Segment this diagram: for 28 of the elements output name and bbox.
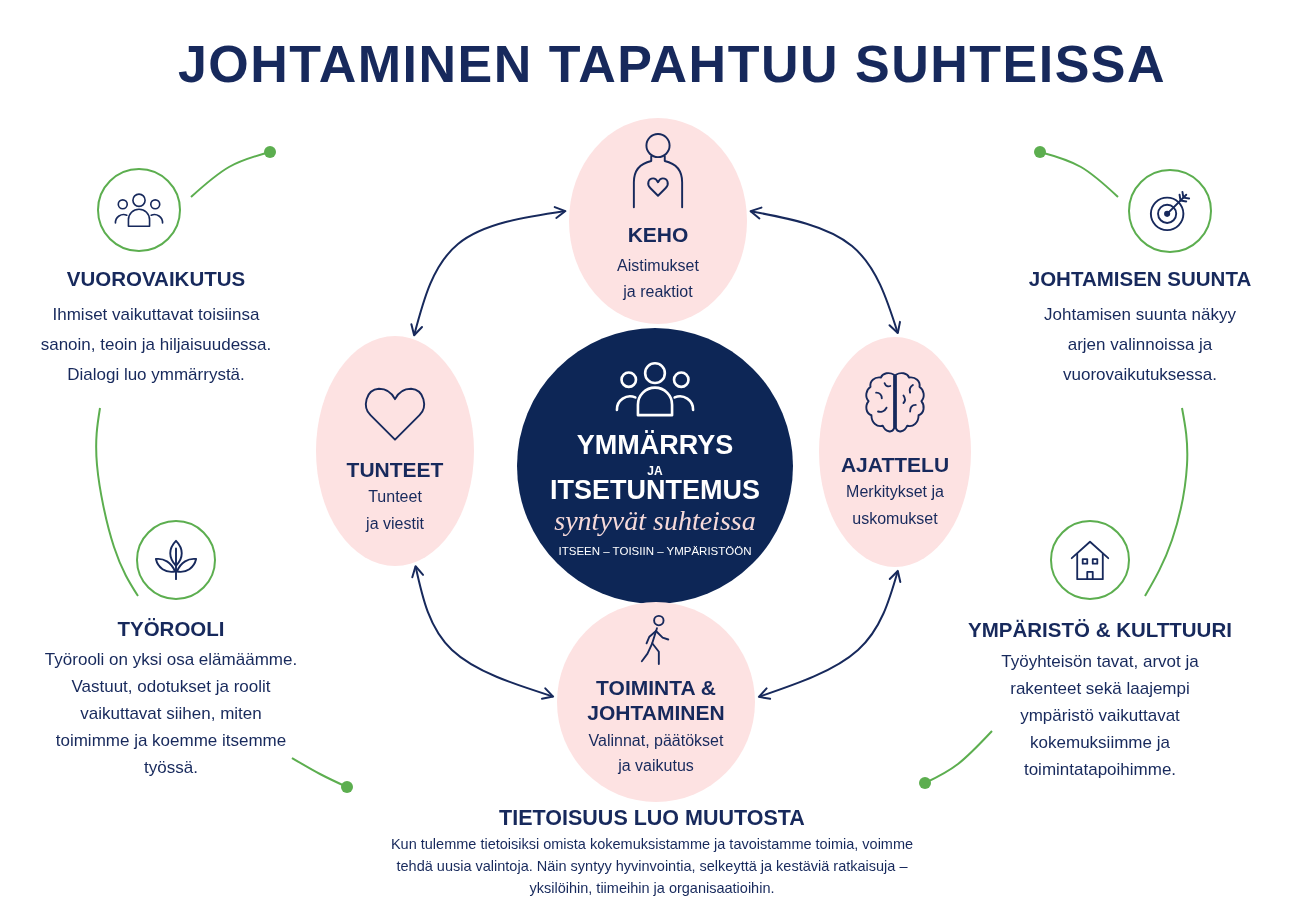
double-arrow: [411, 565, 555, 700]
double-arrow: [749, 206, 901, 335]
node-heading: TOIMINTA & JOHTAMINEN: [586, 674, 726, 725]
node-heading: TUNTEET: [346, 457, 444, 484]
paragraph: Kun tulemme tietoisiksi omista kokemuksistamme ja tavoistamme toimia, voimme tehdä uusia valintoja. Näin syntyy hyvinvointia, selkeyttä ja kestäviä ratkaisuja – yksilöihin, tiimeihin ja organisaatioihin.: [389, 835, 915, 898]
double-arrow: [757, 569, 902, 700]
center-heading: YMMÄRRYS: [576, 430, 734, 459]
node-heading: AJATTELU: [840, 452, 950, 478]
section-text: Työrooli on yksi osa elämäämme. Vastuut, odotukset ja roolit vaikuttavat siihen, miten toimimme ja koemme itsemme työssä.: [43, 649, 299, 779]
section-heading: TYÖROOLI: [117, 616, 225, 642]
node-text: Tunteet ja viestit: [364, 487, 425, 535]
double-arrow: [410, 206, 567, 337]
node-heading: KEHO: [627, 222, 689, 249]
node-text: Aistimukset ja reaktiot: [616, 256, 700, 303]
tagline: syntyvät suhteissa: [554, 505, 756, 536]
section-heading: YMPÄRISTÖ & KULTTUURI: [968, 617, 1232, 643]
section-heading: TIETOISUUS LUO MUUTOSTA: [499, 805, 805, 831]
node-text: Merkitykset ja uskomukset: [845, 482, 945, 529]
section-text: Ihmiset vaikuttavat toisiinsa sanoin, teoin ja hiljaisuudessa. Dialogi luo ymmärrystä.: [39, 304, 273, 386]
section-heading: JOHTAMISEN SUUNTA: [1028, 266, 1252, 292]
section-heading: VUOROVAIKUTUS: [66, 266, 246, 292]
center-heading: JA: [647, 464, 663, 477]
section-text: Johtamisen suunta näkyy arjen valinnoissa ja vuorovaikutuksessa.: [1043, 304, 1237, 386]
title: JOHTAMINEN TAPAHTUU SUHTEISSA: [177, 34, 1167, 94]
section-text: Työyhteisön tavat, arvot ja rakenteet sekä laajempi ympäristö vaikuttavat kokemuksiimme ja toimintatapoihimme.: [1000, 651, 1200, 781]
node-text: Valinnat, päätökset ja vaikutus: [587, 730, 725, 776]
center-heading: ITSETUNTEMUS: [550, 476, 760, 503]
subtitle: ITSEEN – TOISIIN – YMPÄRISTÖÖN: [558, 543, 752, 558]
